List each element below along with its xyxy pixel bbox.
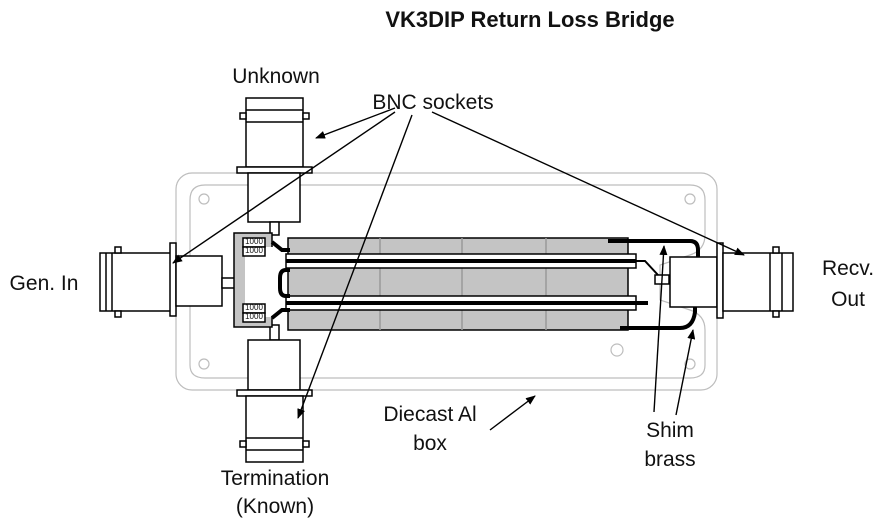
recv-out-bnc bbox=[654, 242, 794, 319]
recv-label: Recv. bbox=[821, 257, 875, 280]
gen-in-label: Gen. In bbox=[9, 272, 79, 295]
box-label: box bbox=[413, 432, 447, 455]
shim-label: Shim bbox=[646, 419, 694, 442]
callout-arrows bbox=[172, 107, 745, 431]
shim-brass bbox=[270, 239, 700, 330]
termination-bnc bbox=[236, 324, 313, 463]
unknown-bnc bbox=[236, 97, 313, 236]
transmission-line bbox=[285, 237, 648, 331]
brass-label: brass bbox=[644, 448, 696, 471]
gen-in-bnc bbox=[99, 242, 237, 318]
resistor-label: 1000 bbox=[245, 237, 263, 246]
resistor-label: 1000 bbox=[245, 312, 263, 321]
known-label: (Known) bbox=[235, 495, 315, 518]
resistor-label: 1000 bbox=[245, 246, 263, 255]
termination-label: Termination bbox=[220, 467, 330, 490]
diagram-title: VK3DIP Return Loss Bridge bbox=[385, 7, 675, 32]
diecast-label: Diecast Al bbox=[383, 403, 477, 426]
unknown-label: Unknown bbox=[232, 65, 320, 88]
bnc-sockets-label: BNC sockets bbox=[372, 91, 494, 114]
out-label: Out bbox=[831, 288, 865, 311]
resistor-label: 1000 bbox=[245, 303, 263, 312]
resistor-block bbox=[233, 232, 275, 328]
